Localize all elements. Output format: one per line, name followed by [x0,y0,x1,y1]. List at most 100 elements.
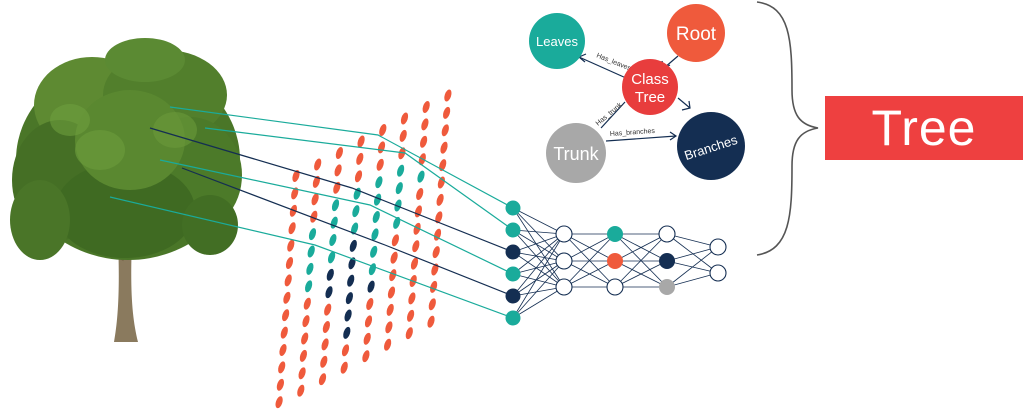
node-class-tree-line2: Tree [635,89,665,106]
pixel-dot [303,297,311,310]
tree-trunk [114,240,138,342]
input-node [505,288,521,304]
hidden-node [709,238,727,256]
pixel-dot [331,199,340,212]
network-edge [512,233,565,319]
pixel-dot [347,274,355,287]
pixel-dot [394,199,402,212]
pixel-dot [322,321,330,333]
pixel-dot [292,170,300,182]
node-class-tree-line1: Class [631,71,669,88]
pixel-dot [357,135,365,148]
input-node [505,222,521,238]
pixel-dot [433,228,442,241]
projection-line [169,106,514,209]
pixel-dot [326,268,334,281]
pixel-dot [436,193,444,206]
projection-line [149,127,514,253]
pixel-dot [366,298,374,310]
network-edge [512,260,565,319]
pixel-dot [440,141,448,154]
pixel-dot [275,396,283,409]
input-node [505,266,521,282]
pixel-dot [391,234,399,247]
edge-has-trunk [600,101,626,129]
pixel-dot [441,124,449,137]
pixel-dot [329,234,337,246]
pixel-dot [333,181,341,194]
knowledge-graph: Has_leaves Has_trunk Has_branches Leaves… [529,4,745,183]
network-edge [666,233,719,248]
pixel-dot [371,228,379,241]
pixel-dot [370,245,378,258]
pixel-dot [387,286,396,299]
brace [756,1,819,256]
pixel-dot [320,355,328,368]
network-edge [512,229,565,262]
edge-has-leaves [578,56,627,79]
pixel-dot [285,257,294,269]
pixel-dot [421,118,429,131]
pixel-dot [414,205,422,218]
network-edge [512,207,565,288]
pixel-dot [298,367,306,380]
pixel-dot [375,176,383,189]
node-leaves: Leaves [529,13,585,69]
pixel-dot [344,309,352,322]
edge-class-branches [677,97,691,109]
network-edge [512,251,565,262]
edge-label-has-trunk: Has_trunk [595,101,624,127]
pixel-dot [341,344,350,357]
pixel-dot [416,188,424,200]
pixel-dot [282,309,290,322]
pixel-dot [376,158,384,171]
network-edge [512,286,565,319]
network-edge [563,233,616,288]
pixel-dot [413,222,421,235]
pixel-dot [444,89,452,102]
network-edge [666,246,719,288]
network-edge [512,273,565,288]
pixel-dot [405,327,413,340]
pixel-dot [408,292,416,305]
pixel-dot [374,193,382,206]
pixel-dot [335,147,343,159]
projection-line [181,167,514,297]
node-class-tree: Class Tree [622,59,678,115]
hidden-node [607,226,623,242]
network-edge [614,233,668,288]
tree-photo [10,38,242,342]
network-edge [666,246,719,262]
pixel-dot [305,280,313,293]
result-label: Tree [871,100,977,156]
pixel-dot [299,349,307,362]
pixel-dot [324,303,332,316]
pixel-dot [307,245,315,258]
pixel-dot [288,222,296,235]
pixel-dot [345,292,353,305]
pixel-dot [334,164,342,177]
pixel-dot [395,182,403,195]
network-edge [512,233,565,297]
pixel-dot [393,216,401,229]
pixel-dot [397,164,405,177]
pixel-dot [280,326,288,339]
pixel-dot [352,205,360,218]
tree-canopy [10,38,242,260]
pixel-dot [412,240,420,253]
edge-label-has-branches: Has_branches [610,128,656,138]
input-node [505,244,521,260]
pixel-dot [356,152,364,165]
pixel-dot [314,158,322,171]
pixel-dot [398,147,406,160]
edge-has-branches [605,135,677,142]
pixel-dot [431,263,439,276]
pixel-dot [437,176,445,189]
hidden-node [555,278,573,296]
network-connections [512,207,719,319]
pixel-dot [340,361,348,374]
pixel-dot [428,298,436,311]
hidden-node [659,253,675,269]
pixel-dot [301,332,309,345]
pixel-dot [276,378,284,391]
